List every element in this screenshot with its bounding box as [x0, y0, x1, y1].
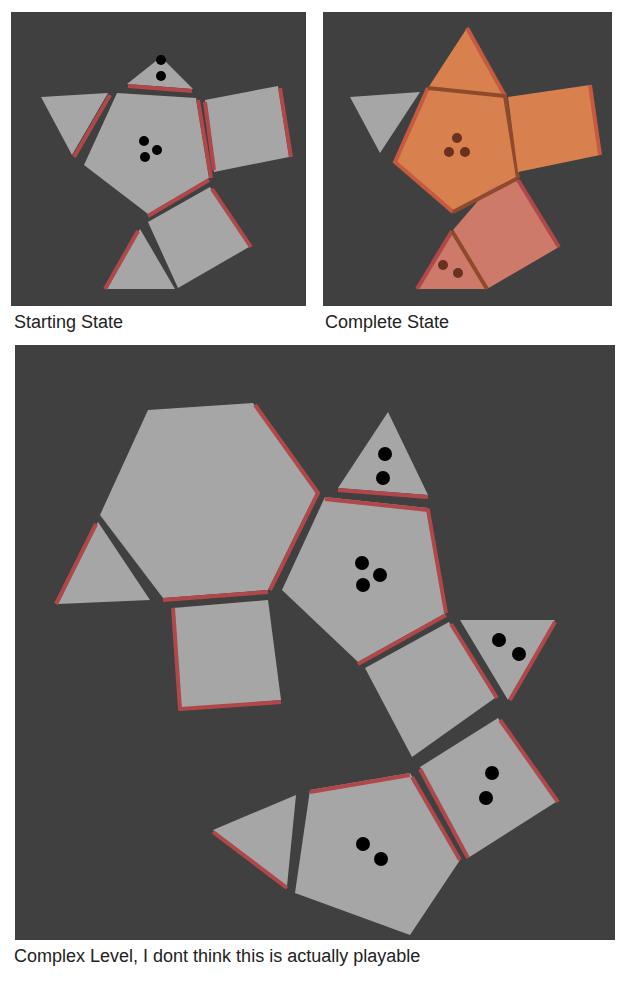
caption-box: Complex Level, I dont think this is actu…: [14, 946, 420, 968]
panel-caption: Complete State: [325, 312, 449, 334]
panel-caption: Starting State: [14, 312, 123, 334]
panel-caption: Complex Level, I dont think this is actu…: [14, 946, 420, 968]
caption-box: Starting State: [14, 312, 123, 334]
caption-box: Complete State: [325, 312, 449, 334]
